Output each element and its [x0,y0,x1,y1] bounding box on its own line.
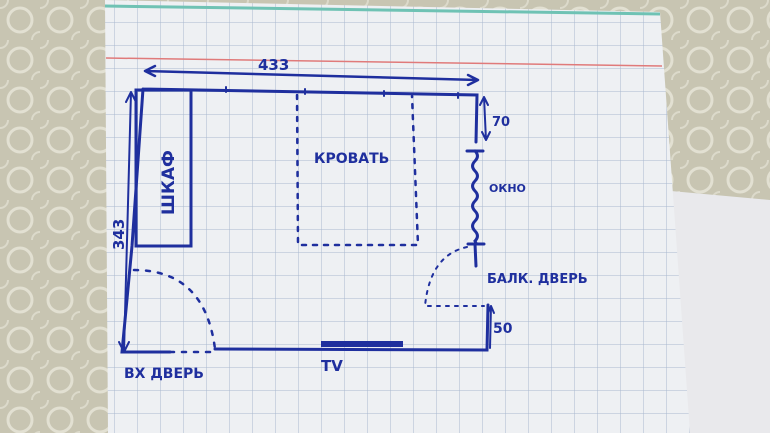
window-offset-label: 70 [492,115,510,130]
balcony-door-label: БАЛК. ДВЕРЬ [487,272,588,287]
labels: 433 343 ШКАФ КРОВАТЬ ОКНО 70 БАЛК. ДВЕРЬ… [110,56,588,382]
window-label: ОКНО [489,182,526,195]
room-walls [120,87,490,354]
bed [295,93,420,247]
tv-unit [321,341,403,347]
window [465,149,486,246]
window-offset-arrow [479,96,491,141]
wardrobe-label: ШКАФ [159,150,179,215]
floor-plan [118,64,495,354]
width-label: 433 [258,56,289,74]
balcony-offset-arrow [487,305,495,349]
entrance-door-label: ВХ ДВЕРЬ [124,366,204,382]
graph-paper [104,0,690,433]
height-dimension-arrow [118,91,137,353]
bed-label: КРОВАТЬ [314,151,389,167]
width-dimension-arrow [143,64,480,87]
entrance-door-swing [120,268,217,354]
second-sheet [660,190,770,433]
margin-line [105,57,663,67]
wardrobe [134,88,193,248]
paper-top-edge [104,4,661,16]
balcony-door-swing [423,246,485,307]
tv-label: TV [321,357,343,375]
height-label: 343 [110,219,128,250]
balcony-offset-label: 50 [493,321,513,337]
